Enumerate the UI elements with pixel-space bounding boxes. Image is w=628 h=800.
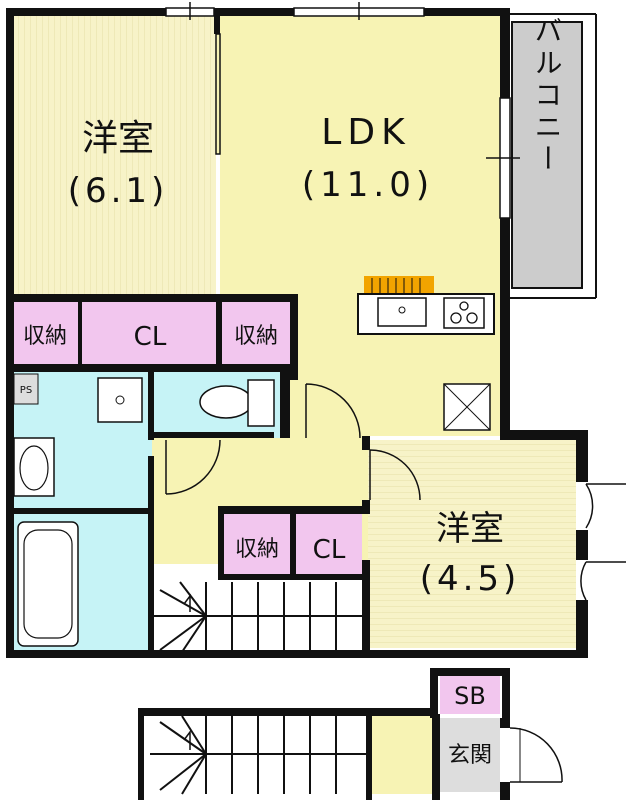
entrance-label: 玄関 [448,743,492,768]
ps-box [13,373,39,405]
stairs-upper-treads [152,581,370,653]
walls [6,8,588,800]
wash-basin-icon [13,437,55,497]
western-room-2-name: 洋室 [436,509,504,549]
kitchen-counter-lines [371,278,421,294]
stairs-lower-treads [150,715,368,795]
stairs-arrow-upper-icon [183,593,191,612]
stairs-arrow-lower-icon [183,729,191,750]
hallway-floor-2 [290,380,366,440]
storage-top-left-label: 収納 [23,324,67,349]
genkan-floor [440,718,500,792]
sink-icon [377,297,427,327]
storage-top-right [222,302,290,364]
western-room-1-name: 洋室 [82,118,154,159]
shoe-box [440,676,500,714]
western-room-1-floor [12,16,216,296]
closet-mid [296,514,362,576]
balcony-label: バルコニー [531,16,564,176]
storage-mid-label: 収納 [235,537,279,562]
storage-top-left [12,302,78,364]
shoe-box-label: SB [454,682,486,710]
storage-top-right-label: 収納 [234,324,278,349]
balcony-floor [511,21,583,289]
closet-top-label: CL [134,322,167,352]
windows [165,2,520,219]
bathtub-icon [17,521,79,647]
western-room-2-floor [368,440,576,648]
kitchen-counter [364,276,434,294]
closet-mid-label: CL [313,535,346,565]
doors [165,383,626,783]
entrance-hall-floor [372,716,438,794]
ldk-size: (11.0) [302,165,434,205]
western-room-2-size: (4.5) [420,559,521,599]
western-room-1-size: (6.1) [68,171,169,211]
toilet-icon [199,385,253,419]
storage-mid [224,514,290,576]
stove-icon [443,297,485,329]
ldk-floor [220,16,500,296]
ldk-name: LDK [321,112,410,153]
ps-label: PS [20,385,32,396]
closet-top [82,302,216,364]
washing-machine-icon [97,377,143,423]
sink-drain-icon [398,306,406,314]
